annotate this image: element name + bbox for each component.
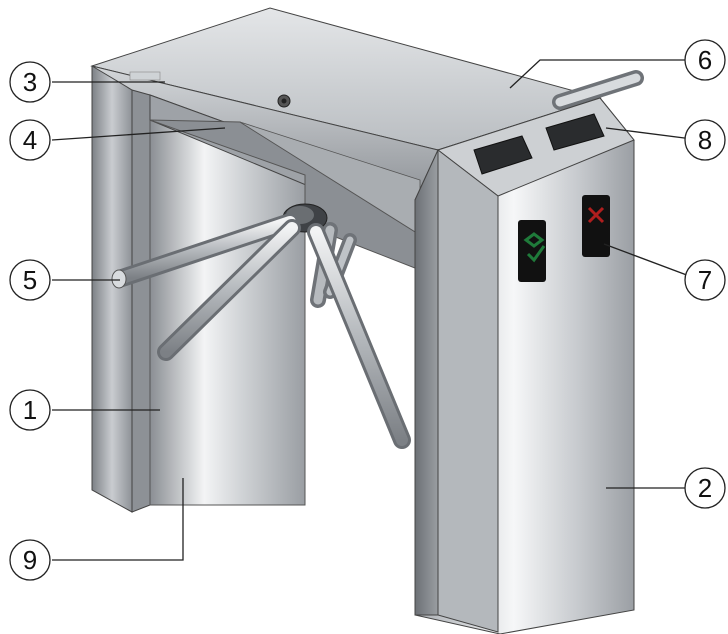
callout-label-7: 7 — [698, 265, 712, 295]
callout-label-4: 4 — [23, 125, 37, 155]
callout-8: 8 — [684, 119, 726, 161]
callout-label-6: 6 — [698, 45, 712, 75]
callout-2: 2 — [684, 467, 726, 509]
callout-label-9: 9 — [23, 545, 37, 575]
green-indicator-icon — [518, 220, 546, 282]
leader-lines — [51, 59, 701, 561]
callout-7: 7 — [684, 259, 726, 301]
red-indicator-icon — [582, 195, 610, 257]
card-slot-right — [545, 113, 605, 151]
callout-label-5: 5 — [23, 265, 37, 295]
logo-plate — [129, 71, 161, 81]
callout-label-3: 3 — [23, 67, 37, 97]
left-cabinet-panel — [149, 119, 306, 506]
traffic-indicators — [518, 195, 610, 282]
callout-label-8: 8 — [698, 125, 712, 155]
callout-4: 4 — [9, 119, 51, 161]
callout-9: 9 — [9, 539, 51, 581]
card-slot-left — [473, 135, 533, 175]
right-cabinet — [414, 97, 635, 634]
card-reader-slots — [473, 113, 605, 175]
front-tripod-arms — [111, 213, 411, 449]
callout-6: 6 — [684, 39, 726, 81]
callout-label-1: 1 — [23, 395, 37, 425]
callout-3: 3 — [9, 61, 51, 103]
callout-5: 5 — [9, 259, 51, 301]
rear-arm-stub — [552, 70, 644, 110]
left-post — [91, 59, 151, 513]
callout-label-2: 2 — [698, 473, 712, 503]
callout-1: 1 — [9, 389, 51, 431]
